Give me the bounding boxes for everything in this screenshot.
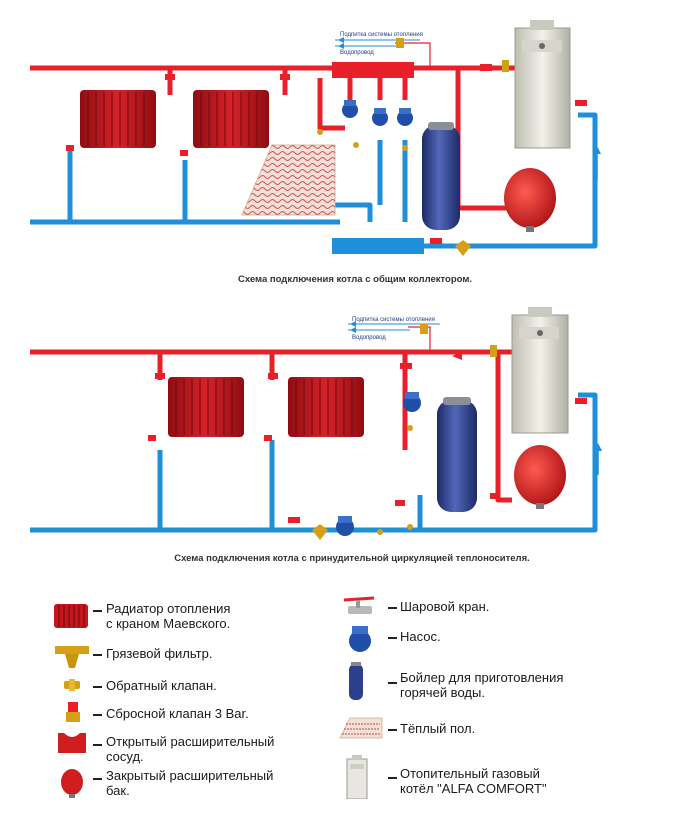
hot-water-boiler [422, 122, 460, 230]
diagram-forced-circulation: Подпитка системы отопления Водопровод [30, 307, 602, 564]
pump-5 [336, 516, 354, 536]
pump-1 [342, 100, 358, 118]
legend-boiler-line1: Бойлер для приготовления [400, 670, 564, 685]
legend-gas-boiler-line2: котёл "ALFA COMFORT" [400, 781, 547, 796]
legend-open-tank-line1: Открытый расширительный [106, 734, 275, 749]
warm-floor-icon [339, 717, 383, 739]
legend-boiler-line2: горячей воды. [400, 685, 485, 700]
return-pipes [30, 112, 598, 249]
legend-filter: Грязевой фильтр. [106, 646, 213, 661]
legend-open-tank-line2: сосуд. [106, 749, 144, 764]
open-tank-icon [58, 733, 86, 753]
legend-radiator-line1: Радиатор отопления [106, 601, 231, 616]
gas-boiler-icon [346, 755, 368, 799]
expansion-tank [504, 168, 556, 232]
legend-warm-floor: Тёплый пол. [400, 721, 476, 736]
closed-tank-icon [61, 769, 83, 798]
boiler-icon [349, 662, 363, 700]
legend-closed-tank-line2: бак. [106, 783, 130, 798]
ball-valve-icon [343, 596, 375, 614]
relief-valve-icon [66, 702, 80, 722]
legend-ball-valve: Шаровой кран. [400, 599, 490, 614]
feed-label-2: Подпитка системы отопления [352, 317, 435, 323]
feed-label: Подпитка системы отопления [340, 32, 423, 38]
legend-pump: Насос. [400, 629, 441, 644]
diagram-collector: Подпитка системы отопления Водопровод [30, 20, 601, 285]
pump-4 [403, 392, 421, 412]
legend-gas-boiler-line1: Отопительный газовый [400, 766, 540, 781]
gas-boiler [514, 20, 571, 149]
expansion-tank-2 [514, 445, 566, 509]
caption-1: Схема подключения котла с общим коллекто… [238, 274, 472, 285]
pump-icon [349, 626, 371, 652]
radiator-4 [288, 377, 364, 437]
hot-water-boiler-2 [437, 397, 477, 512]
caption-2: Схема подключения котла с принудительной… [174, 553, 530, 564]
legend-closed-tank-line1: Закрытый расширительный [106, 768, 274, 783]
radiator-1 [80, 90, 156, 148]
radiator-2 [193, 90, 269, 148]
gas-boiler-2 [511, 307, 569, 434]
return-collector [332, 238, 424, 254]
water-label: Водопровод [340, 50, 374, 56]
pump-3 [397, 108, 413, 126]
water-label-2: Водопровод [352, 335, 386, 341]
check-valve-icon [64, 679, 80, 691]
supply-collector [332, 62, 414, 78]
legend-check-valve: Обратный клапан. [106, 678, 217, 693]
legend-relief-valve: Сбросной клапан 3 Bar. [106, 706, 249, 721]
radiator-icon [54, 604, 88, 628]
legend-radiator-line2: с краном Маевского. [106, 616, 231, 631]
legend: Радиатор отопления с краном Маевского. Г… [0, 590, 680, 820]
radiator-3 [168, 377, 244, 437]
pump-2 [372, 108, 388, 126]
filter-icon [55, 646, 89, 668]
